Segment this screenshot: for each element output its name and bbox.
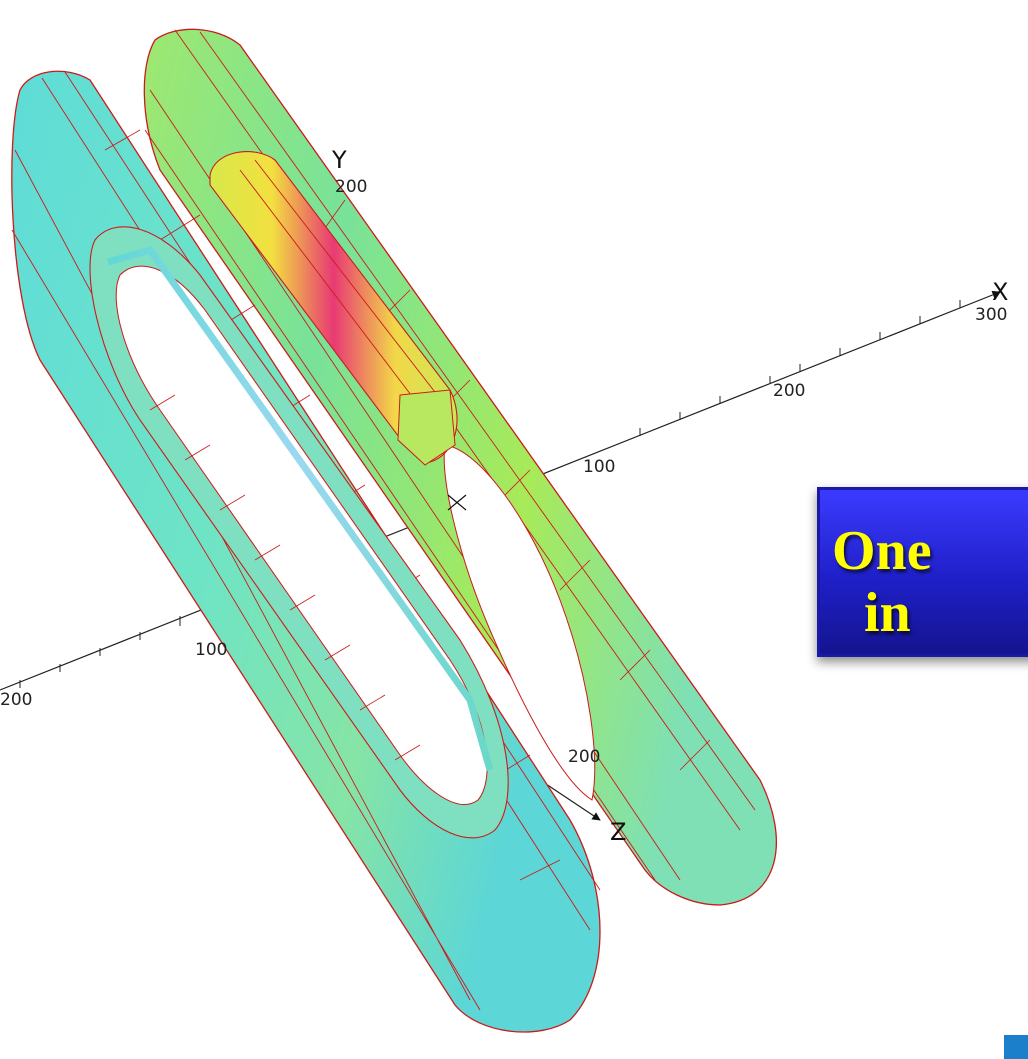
- x-axis-tick-200: 200: [773, 381, 805, 401]
- origin-marker: [447, 494, 467, 511]
- x-axis-letter: X: [992, 278, 1008, 306]
- corner-tab: [1004, 1035, 1028, 1059]
- y-axis-tick-200: 200: [335, 177, 367, 197]
- z-axis-letter: Z: [610, 818, 626, 846]
- y-axis-letter: Y: [331, 146, 347, 174]
- left-axis-tick-200: 200: [0, 690, 32, 710]
- axis-labels: 300 200 100 X 200 Y 200 Z 100 200: [0, 146, 1008, 846]
- callout-line-2: in: [864, 582, 911, 644]
- left-axis-tick-100: 100: [195, 640, 227, 660]
- high-stress-slot: [209, 151, 458, 466]
- callout-line-1: One: [832, 520, 932, 582]
- x-axis-tick-300: 300: [975, 305, 1007, 325]
- callout-box: One in: [817, 487, 1028, 657]
- z-axis-tick-200: 200: [568, 747, 600, 767]
- x-axis-tick-100: 100: [583, 457, 615, 477]
- front-coil-block: [11, 70, 601, 1033]
